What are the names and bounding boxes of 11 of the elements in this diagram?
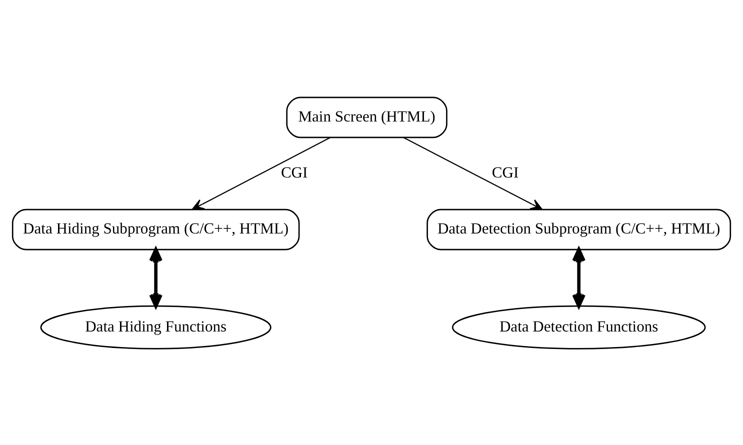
arrow — [572, 247, 586, 308]
arrow — [149, 247, 162, 308]
arrow — [192, 136, 331, 210]
node-ellipse: Data Hiding Functions — [40, 304, 272, 349]
node-box: Data Hiding Subprogram (C/C++, HTML) — [12, 208, 300, 250]
edge-label: CGI — [492, 164, 519, 182]
node-box: Data Detection Subprogram (C/C++, HTML) — [426, 208, 732, 250]
node-ellipse: Data Detection Functions — [452, 304, 706, 349]
node-box: Main Screen (HTML) — [286, 96, 448, 138]
edge-label: CGI — [280, 164, 308, 182]
arrow — [402, 136, 543, 210]
